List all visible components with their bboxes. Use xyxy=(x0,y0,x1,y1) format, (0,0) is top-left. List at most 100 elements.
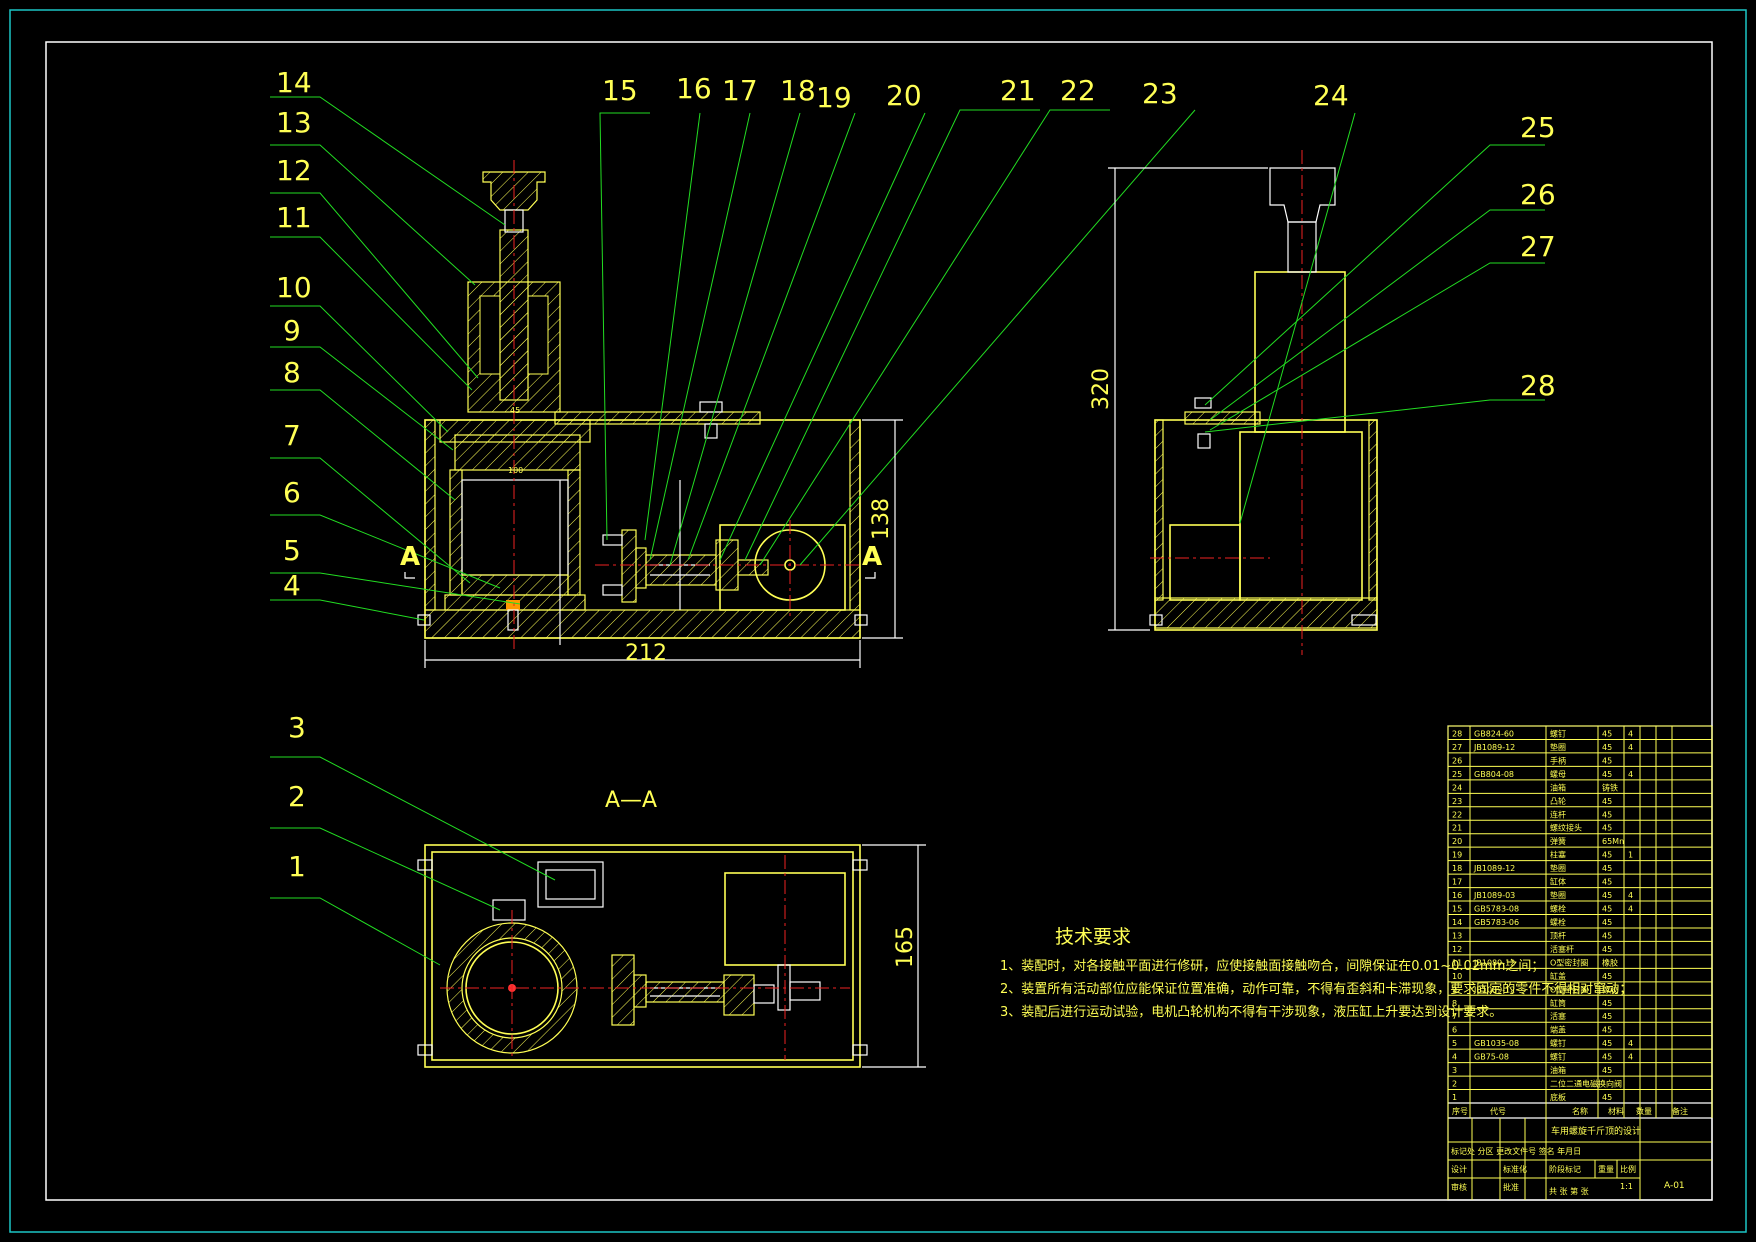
label-15: 15 xyxy=(602,74,638,107)
stage-label: 阶段标记 xyxy=(1549,1164,1581,1174)
label-3: 3 xyxy=(288,711,306,744)
section-view xyxy=(417,844,926,1068)
bom-cell-code: GB5783-06 xyxy=(1474,918,1519,927)
bom-cell-code: JB1089-12 xyxy=(1473,958,1515,967)
bom-cell-no: 17 xyxy=(1452,878,1462,887)
bom-cell-name: 螺钉 xyxy=(1550,1052,1566,1062)
leader-lines-front xyxy=(270,96,1196,621)
approve-label: 批准 xyxy=(1503,1182,1519,1192)
label-22: 22 xyxy=(1060,74,1096,107)
bom-cell-name: 底板 xyxy=(1550,1092,1566,1102)
bom-cell-name: 柱塞 xyxy=(1550,850,1566,860)
bom-cell-no: 15 xyxy=(1452,905,1462,914)
bom-cell-qty: 4 xyxy=(1628,1053,1633,1062)
sheet-label: 共 张 第 张 xyxy=(1549,1186,1589,1196)
bom-cell-mat: 45 xyxy=(1602,743,1612,752)
bom-cell-code: GB824-60 xyxy=(1474,729,1514,738)
bom-cell-no: 22 xyxy=(1452,810,1462,819)
hdr-mat: 材料 xyxy=(1608,1106,1624,1116)
bom-cell-no: 10 xyxy=(1452,972,1462,981)
bom-cell-no: 1 xyxy=(1452,1093,1457,1102)
weight-label: 重量 xyxy=(1598,1164,1614,1174)
side-view xyxy=(1108,150,1378,655)
bom-cell-code: JB1089-12 xyxy=(1473,864,1515,873)
bom-cell-name: 弹簧 xyxy=(1550,836,1566,846)
bom-cell-name: 活塞杆 xyxy=(1550,944,1574,954)
bom-cell-name: 垫圈 xyxy=(1550,890,1566,900)
bom-cell-mat: 45 xyxy=(1602,1026,1612,1035)
bom-cell-name: 缸体 xyxy=(1550,877,1566,887)
bom-cell-qty: 4 xyxy=(1628,1039,1633,1048)
bom-cell-mat: 45 xyxy=(1602,931,1612,940)
rev-row: 标记处 分区 更改文件号 签名 年月日 xyxy=(1451,1146,1581,1156)
bom-cell-name: 活塞 xyxy=(1550,1011,1566,1021)
label-10: 10 xyxy=(276,271,312,304)
bom-cell-no: 28 xyxy=(1452,729,1462,738)
std-label: 标准化 xyxy=(1503,1164,1527,1174)
scale-value: 1:1 xyxy=(1620,1182,1633,1191)
bom-cell-name: O型密封圈 xyxy=(1550,957,1588,967)
label-23: 23 xyxy=(1142,77,1178,110)
bom-cell-name: 垫圈 xyxy=(1550,742,1566,752)
bom-cell-code: GB1035-08 xyxy=(1474,1039,1519,1048)
label-6: 6 xyxy=(283,476,301,509)
bom-cell-name: 油箱 xyxy=(1550,782,1566,792)
bom-cell-mat: 45 xyxy=(1602,891,1612,900)
dim-height-main: 138 xyxy=(869,498,894,540)
bom-cell-mat: 45 xyxy=(1602,878,1612,887)
bom-cell-name: 螺钉 xyxy=(1550,1038,1566,1048)
cut-mark-right: A xyxy=(862,542,882,572)
bom-cell-mat: 45 xyxy=(1602,1012,1612,1021)
label-9: 9 xyxy=(283,314,301,347)
tech-line-1: 1、装配时，对各接触平面进行修研，应使接触面接触吻合，间隙保证在0.01~0.0… xyxy=(1000,958,1544,974)
bom-cell-mat: 65Mn xyxy=(1602,837,1624,846)
bom-cell-mat: 45 xyxy=(1602,1093,1612,1102)
bom-cell-no: 25 xyxy=(1452,770,1462,779)
bore-dim-mid: 100 xyxy=(508,466,523,475)
scale-label: 比例 xyxy=(1620,1164,1636,1174)
bom-cell-mat: 45 xyxy=(1602,729,1612,738)
cut-mark-left: A xyxy=(400,542,420,572)
bom-cell-name: 螺纹接头 xyxy=(1550,823,1582,833)
bom-cell-name: 缸筒 xyxy=(1550,998,1566,1008)
label-1: 1 xyxy=(288,850,306,883)
bore-dim-top: 45 xyxy=(510,406,520,415)
bom-cell-no: 7 xyxy=(1452,1012,1457,1021)
bom-cell-mat: 45 xyxy=(1602,918,1612,927)
tech-title: 技术要求 xyxy=(1055,926,1131,948)
bom-cell-code: JB1089-03 xyxy=(1473,891,1515,900)
hdr-no: 序号 xyxy=(1452,1106,1468,1116)
bom-cell-mat: 45 xyxy=(1602,1066,1612,1075)
bom-cell-qty: 4 xyxy=(1628,770,1633,779)
bom-cell-name: 连杆 xyxy=(1550,809,1566,819)
bom-cell-code: GB75-08 xyxy=(1474,1053,1509,1062)
bom-cell-mat: 铸铁 xyxy=(1602,782,1618,792)
bom-cell-mat: 橡胶 xyxy=(1602,984,1618,994)
bom-cell-mat: 45 xyxy=(1602,851,1612,860)
label-26: 26 xyxy=(1520,178,1556,211)
check-label: 审核 xyxy=(1451,1182,1467,1192)
hdr-qty: 数量 xyxy=(1636,1106,1652,1116)
label-13: 13 xyxy=(276,106,312,139)
inner-border xyxy=(45,41,1713,1201)
bom-cell-name: 螺母 xyxy=(1550,769,1566,779)
label-7: 7 xyxy=(283,419,301,452)
bom-cell-qty: 4 xyxy=(1628,743,1633,752)
section-title: A—A xyxy=(605,788,657,813)
bom-cell-no: 3 xyxy=(1452,1066,1457,1075)
bom-cell-no: 26 xyxy=(1452,756,1462,765)
title-block: 标记处 分区 更改文件号 签名 年月日 车用螺旋千斤顶的设计 阶段标记 重量 比… xyxy=(1447,1106,1712,1200)
bom-cell-mat: 45 xyxy=(1602,945,1612,954)
bom-cell-mat: 45 xyxy=(1602,797,1612,806)
bom-cell-mat: 45 xyxy=(1602,770,1612,779)
bom-cell-no: 27 xyxy=(1452,743,1462,752)
bom-cell-name: 油箱 xyxy=(1550,1065,1566,1075)
part-number-labels: 1 2 3 4 5 6 7 8 9 10 11 12 13 14 15 16 1… xyxy=(276,66,1556,883)
bom-cell-no: 11 xyxy=(1452,958,1462,967)
bom-cell-name: 螺钉 xyxy=(1550,728,1566,738)
label-28: 28 xyxy=(1520,369,1556,402)
bom-cell-qty: 4 xyxy=(1628,905,1633,914)
label-11: 11 xyxy=(276,201,312,234)
drawing-number: A-01 xyxy=(1664,1181,1685,1191)
bom-cell-no: 16 xyxy=(1452,891,1462,900)
